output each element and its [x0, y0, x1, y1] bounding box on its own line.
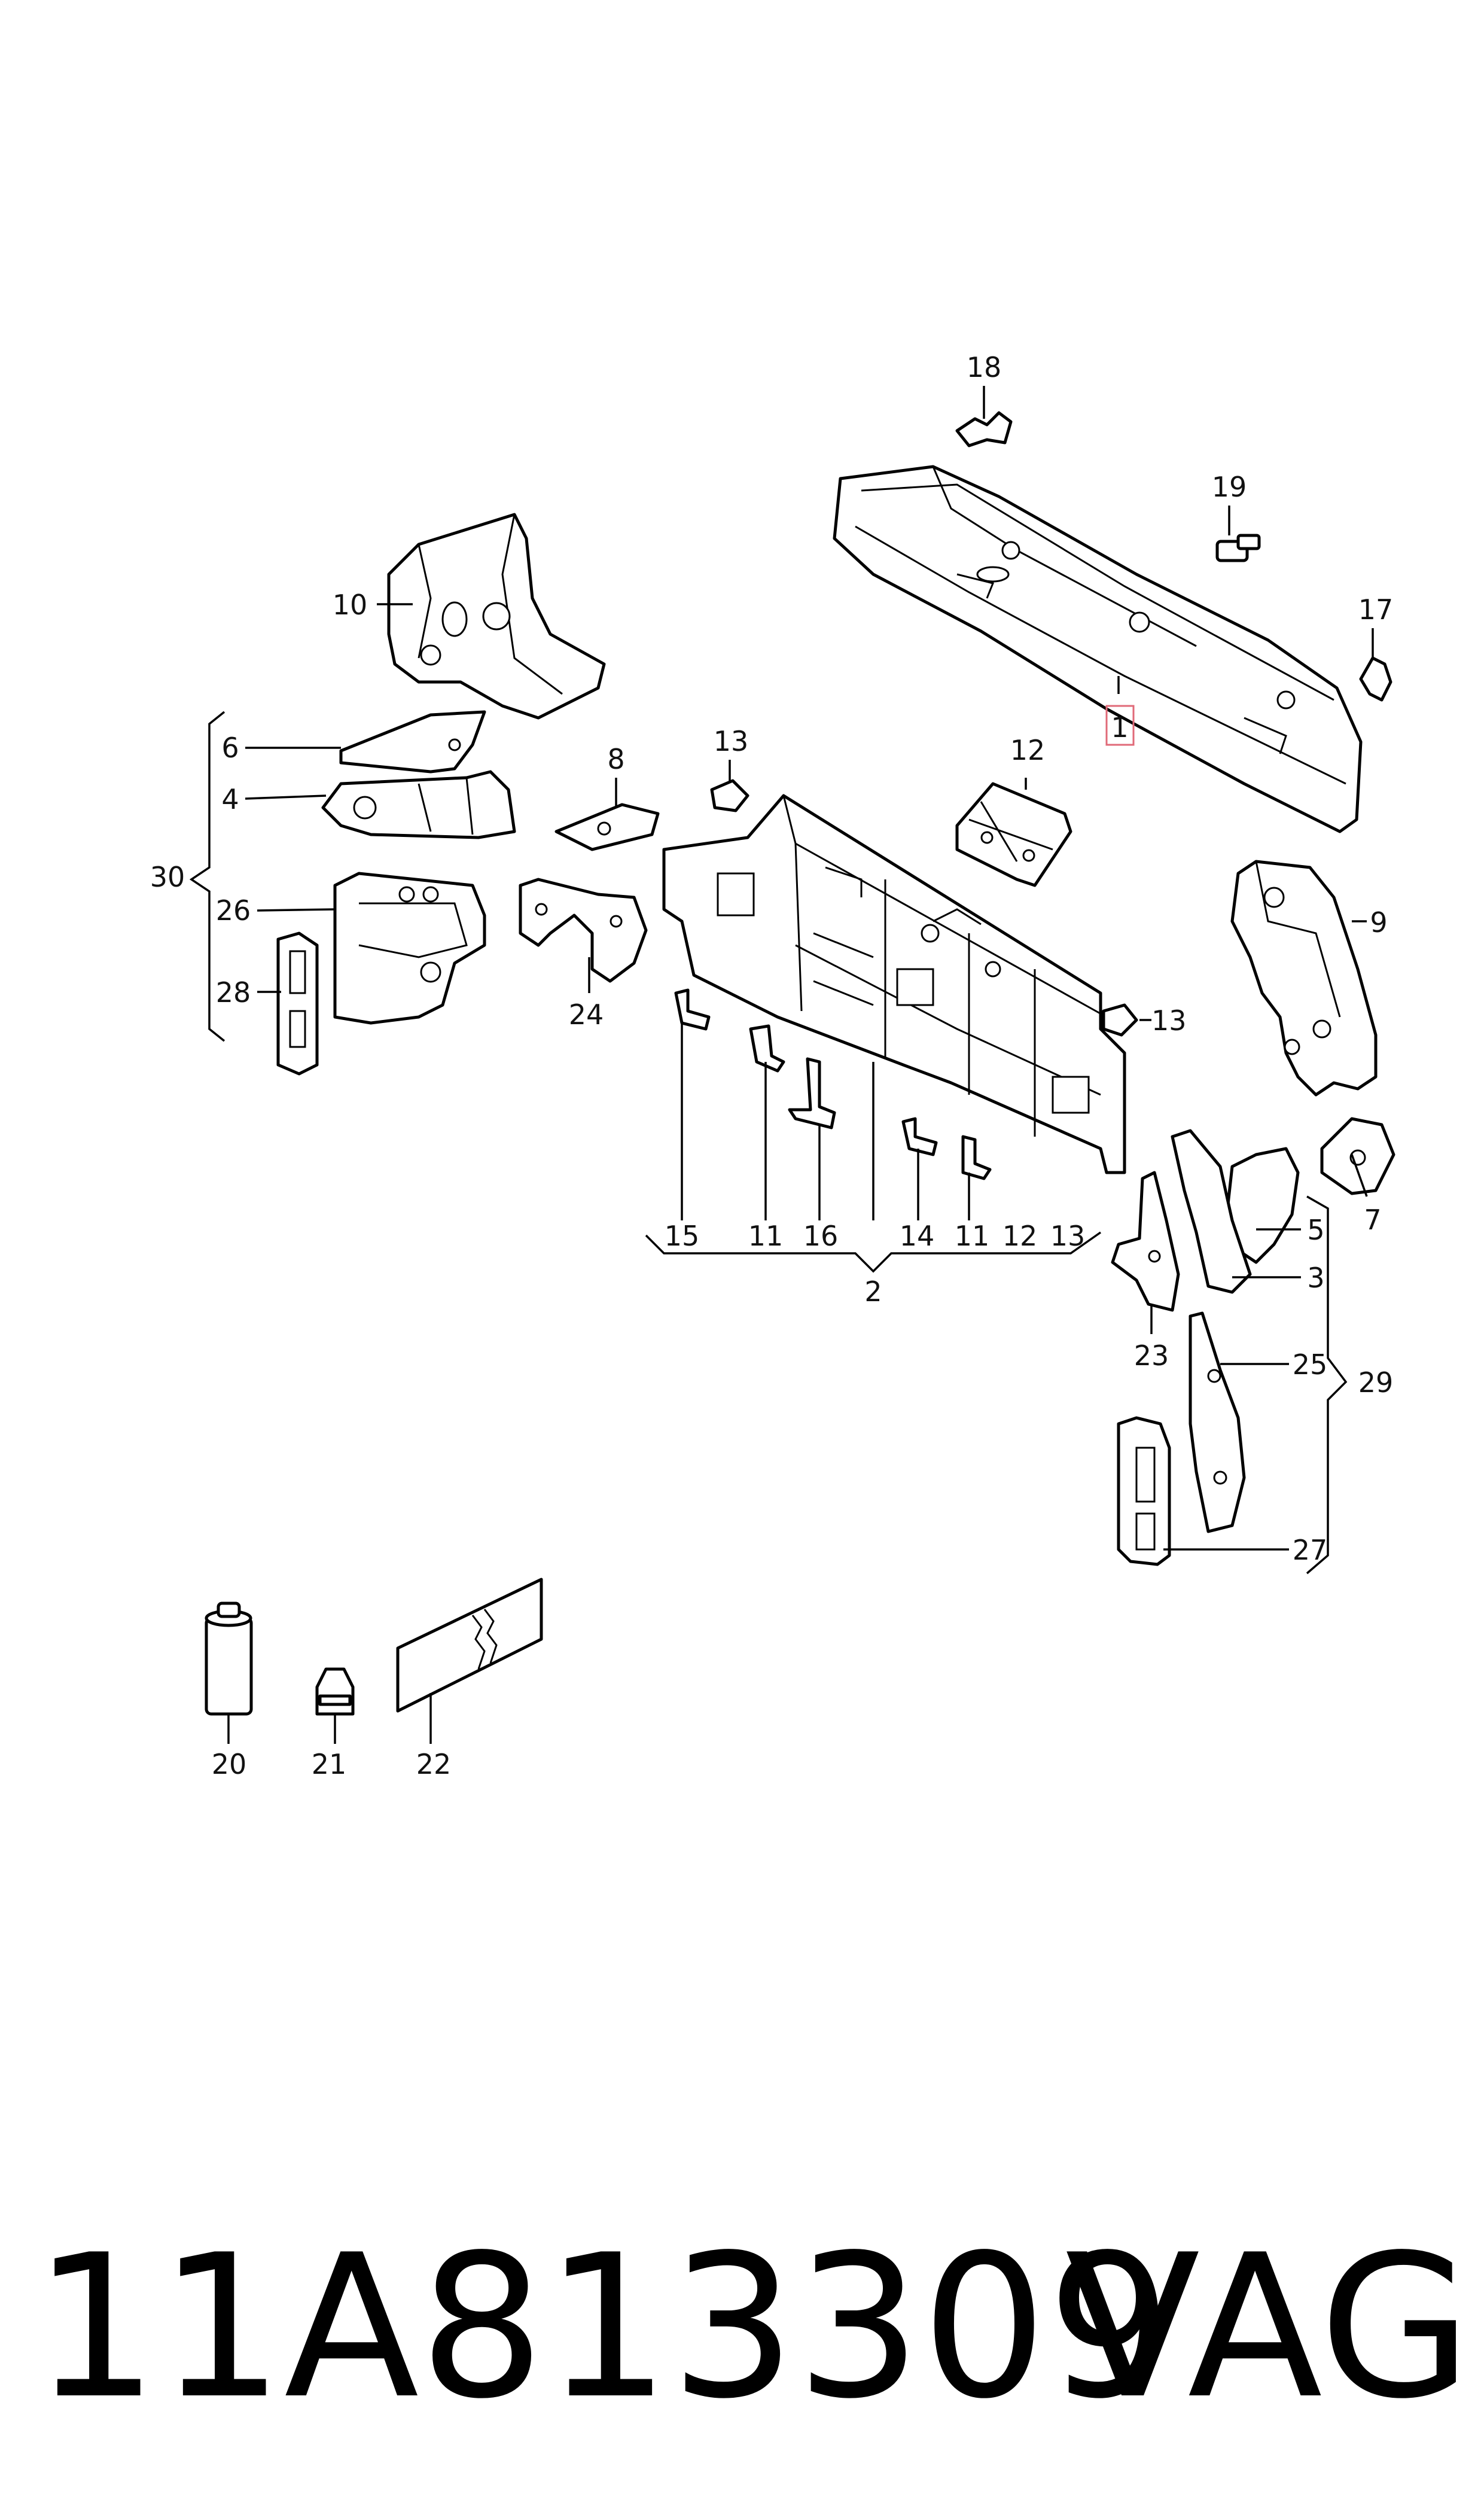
part-7-bracket	[1320, 1117, 1395, 1195]
label-11-left: 11	[748, 1220, 784, 1252]
callout-labels: 18 19 17 1 12 13 13 8 24 10 6 4 30 26 28…	[150, 351, 1394, 1780]
label-12-top: 12	[1010, 734, 1046, 766]
part-16-bracket	[788, 1057, 836, 1129]
label-6: 6	[221, 732, 239, 764]
part-20-can	[205, 1601, 253, 1716]
part-2-rear-panel	[662, 794, 1126, 1174]
leader-lines	[189, 386, 1374, 1744]
label-3: 3	[1307, 1262, 1324, 1294]
part-18-clip	[955, 411, 1013, 447]
part-17-clip	[1359, 656, 1392, 702]
part-25-reinforcement	[1189, 1311, 1246, 1533]
label-20: 20	[212, 1748, 247, 1780]
label-15: 15	[665, 1220, 700, 1252]
label-25: 25	[1293, 1348, 1328, 1381]
brand-text: VAG	[1065, 2212, 1472, 2442]
label-5: 5	[1307, 1214, 1324, 1246]
label-1: 1	[1111, 711, 1128, 744]
label-12-bottom: 12	[1002, 1220, 1038, 1252]
label-13-bottom: 13	[1050, 1220, 1086, 1252]
label-26: 26	[216, 894, 251, 927]
label-19: 19	[1212, 471, 1247, 503]
label-9: 9	[1370, 906, 1387, 939]
part-12-bracket	[955, 782, 1072, 887]
part-22-sheet	[396, 1578, 543, 1713]
highlight-box-label-1	[1105, 705, 1135, 746]
label-24: 24	[569, 998, 604, 1031]
label-4: 4	[221, 783, 239, 815]
label-2: 2	[864, 1275, 882, 1308]
part-27-reinforcement	[1117, 1416, 1171, 1566]
part-6-panel	[339, 710, 486, 774]
label-27: 27	[1293, 1534, 1328, 1566]
label-21: 21	[312, 1748, 347, 1780]
part-24-bracket	[519, 878, 648, 983]
part-13-clip-right	[1102, 1003, 1138, 1037]
part-23-bracket	[1111, 1171, 1180, 1312]
label-14: 14	[900, 1220, 935, 1252]
label-28: 28	[216, 976, 251, 1009]
part-1-cross-member	[833, 465, 1363, 833]
label-18: 18	[967, 351, 1002, 383]
part-9-side-member	[1230, 860, 1378, 1097]
part-19-bolt	[1215, 534, 1261, 562]
part-number-text: 11A813309	[33, 2212, 1173, 2442]
label-29: 29	[1358, 1366, 1394, 1399]
label-10: 10	[333, 589, 368, 621]
part-13-clip-top	[710, 779, 749, 812]
part-28-reinforcement	[276, 931, 319, 1076]
label-17: 17	[1358, 593, 1394, 626]
part-21-plug	[315, 1667, 355, 1716]
part-11-bracket-left	[749, 1024, 785, 1073]
part-3-panel	[1171, 1129, 1252, 1294]
part-4-panel	[321, 770, 516, 839]
part-8-bracket	[554, 803, 660, 851]
label-16: 16	[803, 1220, 839, 1252]
part-26-panel	[333, 872, 486, 1025]
label-13-top: 13	[714, 725, 749, 757]
part-11-bracket-right	[961, 1135, 992, 1180]
label-22: 22	[416, 1748, 452, 1780]
part-10-side-member	[387, 513, 606, 720]
label-11-right: 11	[955, 1220, 990, 1252]
label-8: 8	[607, 743, 624, 775]
label-30: 30	[150, 861, 185, 893]
label-13-right: 13	[1151, 1004, 1187, 1037]
label-23: 23	[1134, 1339, 1169, 1372]
label-7: 7	[1364, 1204, 1381, 1236]
part-14-bracket	[901, 1117, 938, 1156]
